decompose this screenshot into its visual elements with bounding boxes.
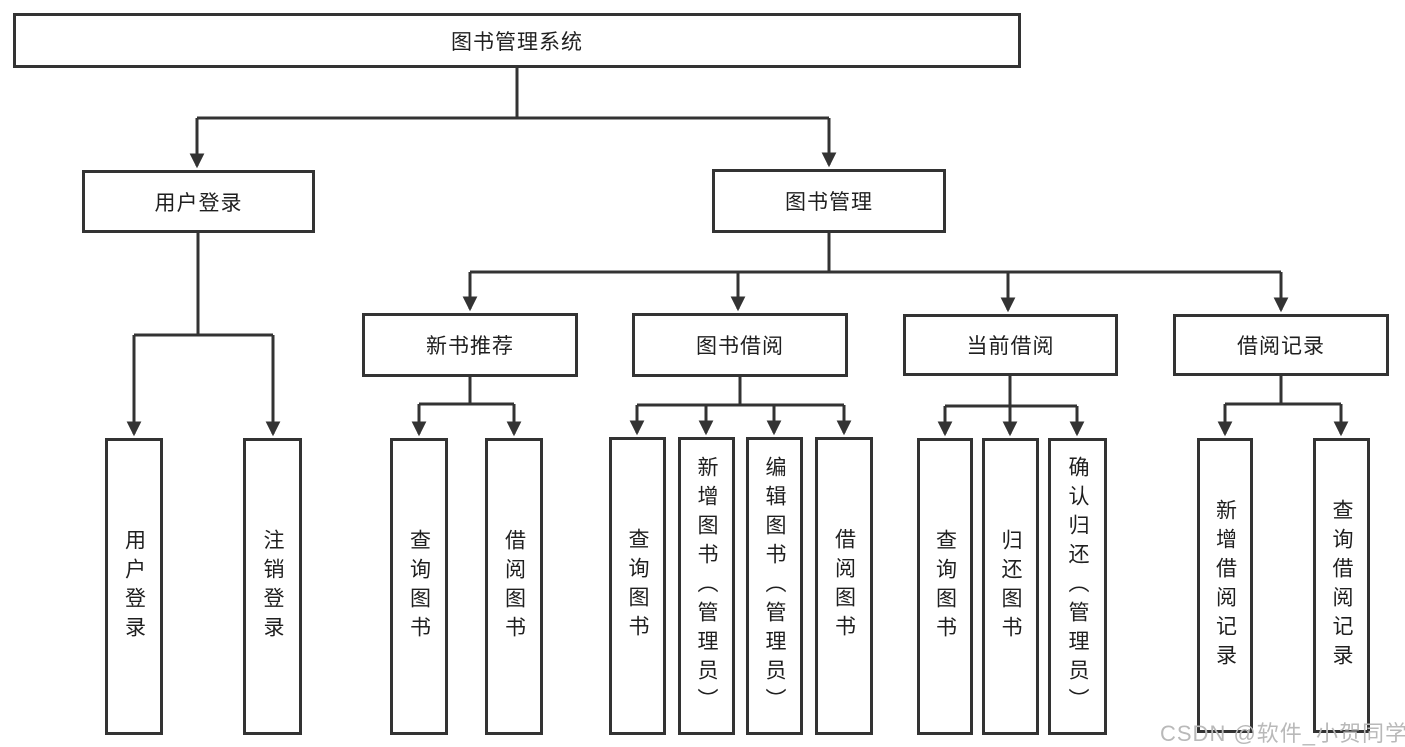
node-login-leaf: 用户登录 <box>105 438 163 735</box>
connector-book-management <box>462 233 1289 313</box>
node-borrow-add-books-admin: 新增图书（管理员） <box>678 437 735 735</box>
node-borrow-records: 借阅记录 <box>1173 314 1389 376</box>
node-book-borrow: 图书借阅 <box>632 313 848 377</box>
node-logout-leaf: 注销登录 <box>243 438 302 735</box>
connector-root <box>189 68 837 169</box>
node-borrow-edit-books-admin: 编辑图书（管理员） <box>746 437 803 735</box>
node-records-query-record: 查询借阅记录 <box>1313 438 1370 733</box>
node-current-query-books: 查询图书 <box>917 438 973 735</box>
connector-new-book-recommend <box>411 377 522 437</box>
connector-borrow-records <box>1217 376 1349 437</box>
node-current-return-books: 归还图书 <box>982 438 1039 735</box>
connector-current-borrow <box>937 376 1085 437</box>
node-current-confirm-return-admin: 确认归还（管理员） <box>1048 438 1107 735</box>
node-borrow-borrow-books: 借阅图书 <box>815 437 873 735</box>
node-recommend-borrow-books: 借阅图书 <box>485 438 543 735</box>
csdn-watermark: CSDN @软件_小贺同学 <box>1160 721 1405 746</box>
node-user-login: 用户登录 <box>82 170 315 233</box>
node-new-book-recommend: 新书推荐 <box>362 313 578 377</box>
node-current-borrow: 当前借阅 <box>903 314 1118 376</box>
connector-book-borrow <box>629 377 852 436</box>
node-book-management: 图书管理 <box>712 169 946 233</box>
node-recommend-query-books: 查询图书 <box>390 438 448 735</box>
node-library-management-system: 图书管理系统 <box>13 13 1021 68</box>
connector-user-login <box>126 233 281 437</box>
node-records-add-record: 新增借阅记录 <box>1197 438 1253 733</box>
node-borrow-query-books: 查询图书 <box>609 437 666 735</box>
